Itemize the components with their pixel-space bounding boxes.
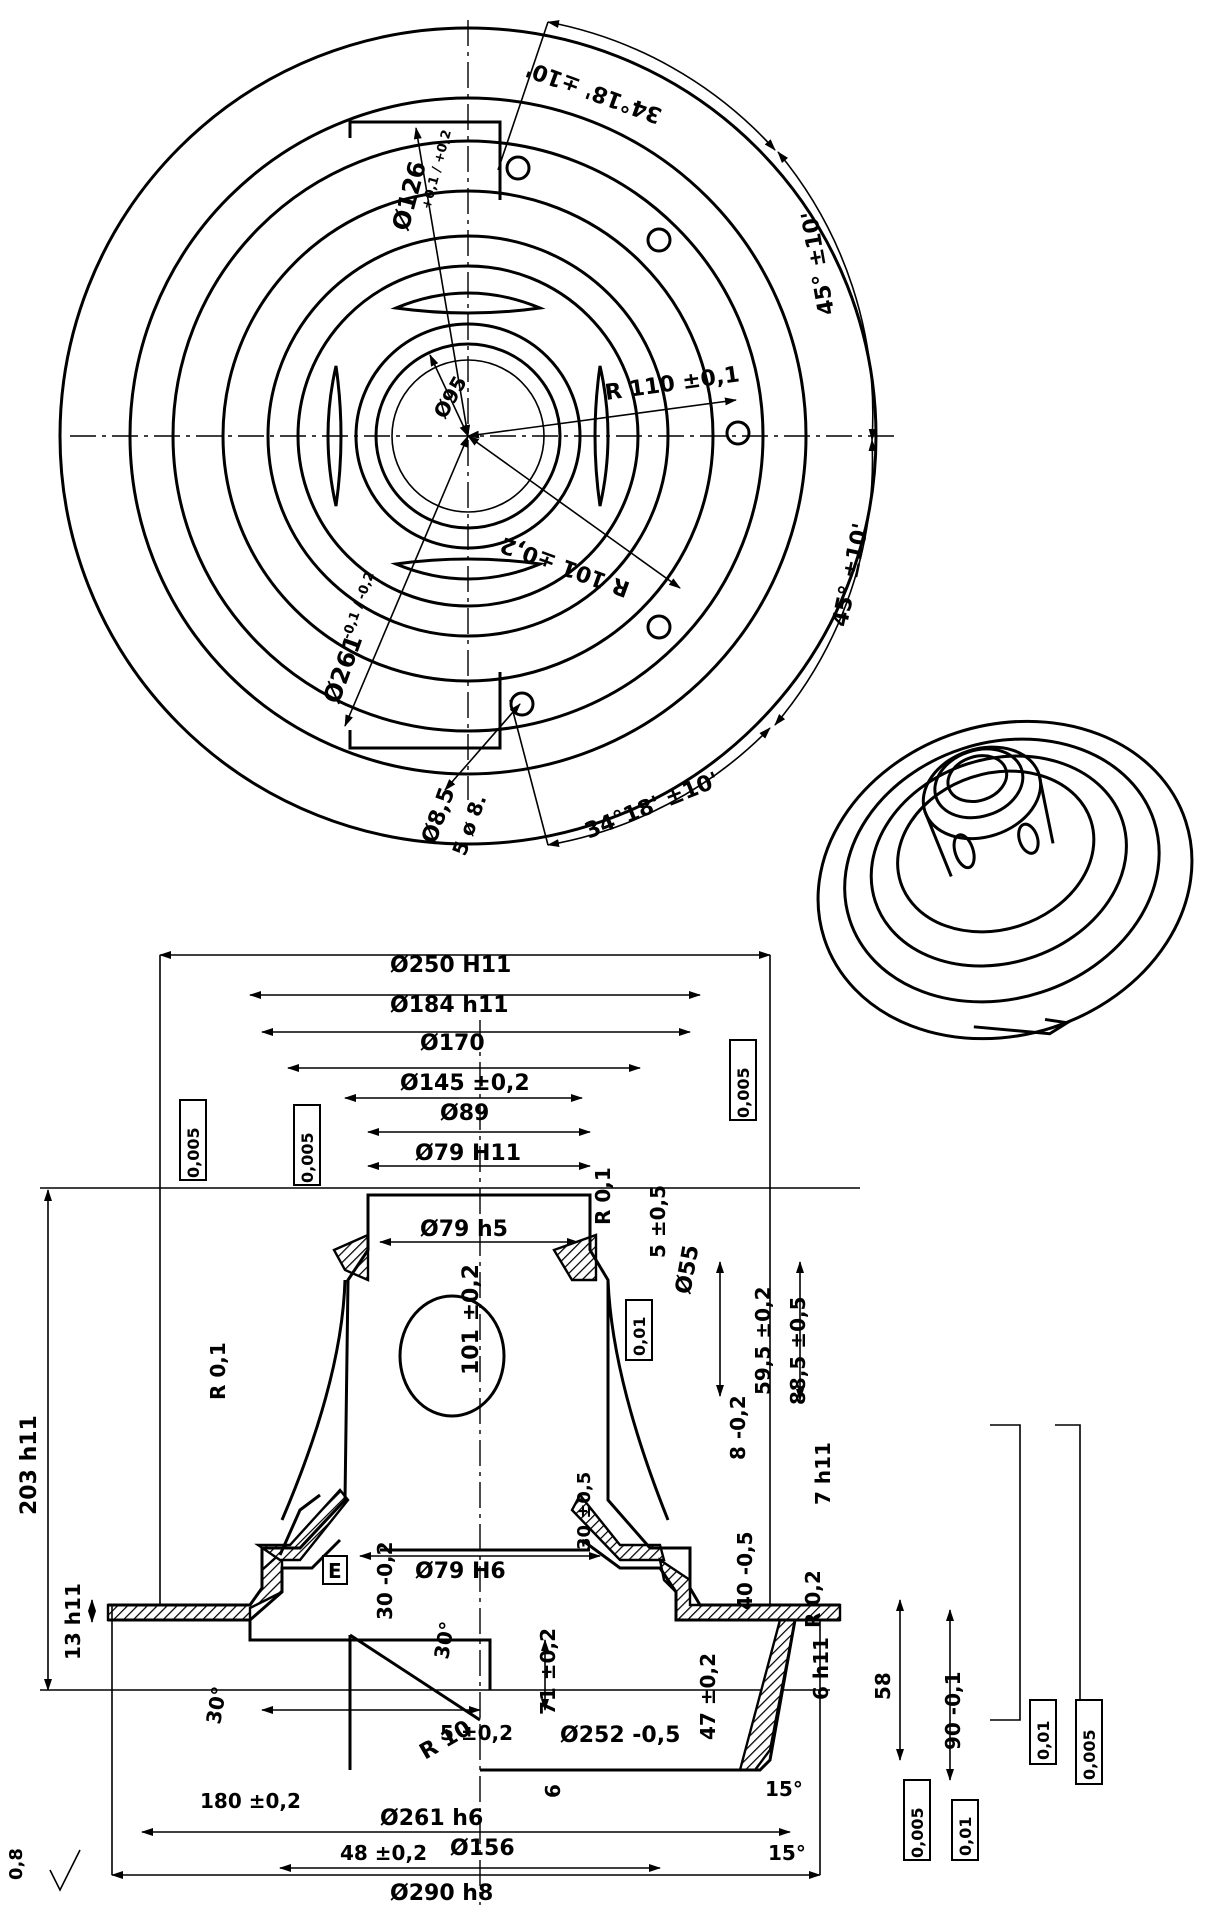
tol-frame-3: 0,005: [734, 1067, 753, 1118]
tolerance-frames: 0,005 0,005 0,005 0,005 0,005 0,01 0,01 …: [179, 1039, 1103, 1861]
tol-frame-1: 0,005: [184, 1127, 203, 1178]
dim-d184: Ø184 h11: [390, 993, 509, 1018]
tol-frame-8: 0,01: [956, 1817, 975, 1856]
dim-d156: Ø156: [450, 1836, 515, 1861]
dim-h71: 71 ±0,2: [536, 1628, 560, 1715]
dim-h13: 13 h11: [61, 1583, 85, 1660]
dim-a15: 15°: [765, 1777, 803, 1801]
dim-d261-tol: -0,1 / -0,2: [340, 570, 378, 642]
dim-h30a: 30 -0,2: [373, 1541, 397, 1620]
dim-h5b: 5 ±0,2: [440, 1721, 513, 1745]
tol-frame-6: 0,01: [630, 1317, 649, 1356]
dim-d261: Ø261: [318, 631, 368, 707]
dim-r01a: R 0,1: [206, 1342, 230, 1400]
dim-h90: 90 -0,1: [941, 1671, 965, 1750]
top-view: Ø126 +0,1 / +0,2 Ø95 R 110 ±0,1 R 101 ±0…: [58, 20, 900, 859]
dim-h40: 40 -0,5: [733, 1531, 757, 1610]
dim-w180: 180 ±0,2: [200, 1789, 301, 1813]
surface-roughness: 0,8: [6, 1848, 81, 1892]
dim-h58: 58: [871, 1672, 895, 1700]
dim-d261h6: Ø261 h6: [380, 1806, 483, 1831]
datum-e: E: [322, 1555, 348, 1585]
hole-2: [646, 227, 672, 253]
dim-r101: R 101 ±0,2: [497, 531, 633, 601]
dim-a15b: 15°: [768, 1841, 806, 1865]
dim-h203: 203 h11: [17, 1415, 42, 1515]
dim-angle-b: 45° ±10': [797, 209, 840, 317]
dim-d95: Ø95: [429, 372, 472, 423]
dim-angle-d: 34°18' ±10': [581, 768, 722, 845]
hole-4: [646, 614, 672, 640]
dim-d290h8: Ø290 h8: [390, 1881, 493, 1906]
dim-h5a: 5 ±0,5: [646, 1185, 670, 1258]
dim-w48: 48 ±0,2: [340, 1841, 427, 1865]
tol-frame-7: 0,01: [1034, 1721, 1053, 1760]
dim-d79h6: Ø79 H6: [415, 1559, 506, 1584]
center-lines: [70, 20, 900, 800]
dim-h6b: 6: [541, 1784, 565, 1798]
tol-frame-4: 0,005: [1080, 1729, 1099, 1780]
dim-r01b: R 0,1: [591, 1167, 615, 1225]
datum-e-label: E: [328, 1559, 342, 1583]
dim-d170: Ø170: [420, 1031, 485, 1056]
dim-h88: 88,5 ±0,5: [786, 1297, 810, 1406]
tol-frame-2: 0,005: [298, 1132, 317, 1183]
dim-d79h11: Ø79 H11: [415, 1141, 521, 1166]
section-view: Ø250 H11 Ø184 h11 Ø170 Ø145 ±0,2 Ø89 Ø79…: [6, 951, 1103, 1906]
dim-h30b: 30 ±0,5: [574, 1472, 595, 1550]
bolt-holes: [505, 155, 751, 717]
dim-h8: 8 -0,2: [726, 1395, 750, 1460]
dim-a30: 30°: [429, 1619, 459, 1660]
top-dims: [344, 20, 877, 848]
dim-d89: Ø89: [440, 1101, 489, 1126]
isometric-view: [816, 719, 1194, 1041]
dim-h6: 6 h11: [809, 1637, 833, 1700]
dim-d101: 101 ±0,2: [459, 1264, 484, 1375]
dim-angle-c: 45° ±10': [828, 521, 874, 629]
section-labels: Ø250 H11 Ø184 h11 Ø170 Ø145 ±0,2 Ø89 Ø79…: [17, 953, 965, 1906]
roughness-label: 0,8: [6, 1848, 27, 1880]
dim-h47: 47 ±0,2: [696, 1653, 720, 1740]
section-outline: [108, 1193, 840, 1772]
tol-frame-5: 0,005: [908, 1807, 927, 1858]
section-dims: [44, 951, 954, 1879]
dim-d250: Ø250 H11: [390, 953, 511, 978]
dim-d79h5: Ø79 h5: [420, 1217, 508, 1242]
hole-1: [505, 155, 531, 181]
hole-3: [725, 420, 751, 446]
dim-h7: 7 h11: [811, 1442, 835, 1505]
dim-a30b: 30°: [201, 1684, 231, 1725]
dim-r02: R 0,2: [801, 1570, 825, 1628]
dim-d252: Ø252 -0,5: [560, 1723, 680, 1748]
dim-h59: 59,5 ±0,2: [751, 1287, 775, 1396]
dim-d145: Ø145 ±0,2: [400, 1071, 530, 1096]
dim-d55: Ø55: [671, 1243, 704, 1296]
